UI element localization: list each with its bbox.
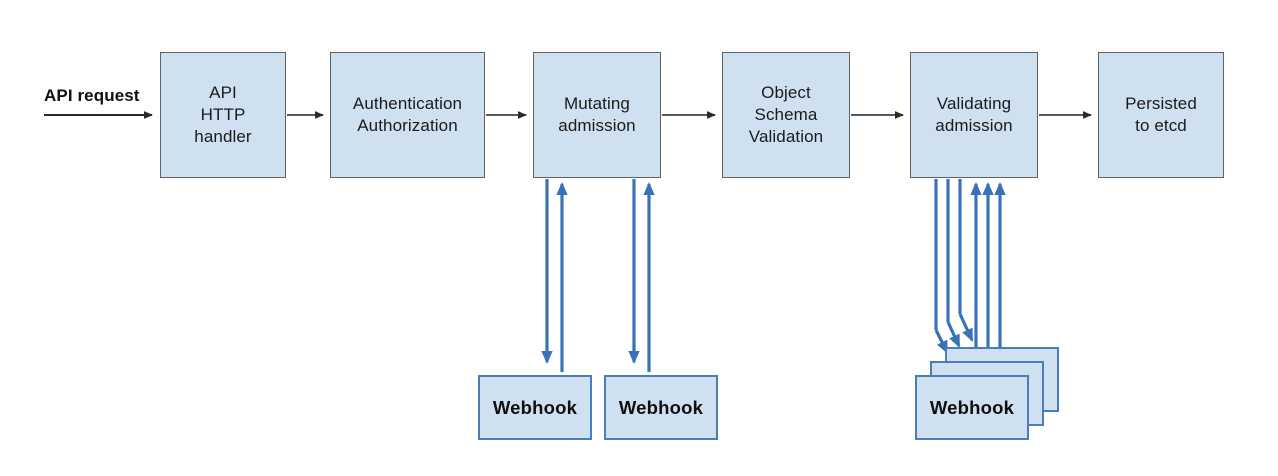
edge-mutating-admission-to-mutating-webhook-2 [628,179,655,372]
node-api-http-handler[interactable]: API HTTP handler [160,52,286,178]
node-mutating-webhook-1[interactable]: Webhook [478,375,592,440]
edge-label-api-request: API request [44,86,140,105]
edge-validating-admission-to-validating-webhook [934,179,1006,372]
node-persisted-to-etcd[interactable]: Persisted to etcd [1098,52,1224,178]
edge-mutating-admission-to-mutating-webhook-1 [541,179,568,372]
node-authn-authz[interactable]: Authentication Authorization [330,52,485,178]
node-validating-webhook[interactable]: Webhook [915,375,1029,440]
node-mutating-admission[interactable]: Mutating admission [533,52,661,178]
node-object-schema-validation[interactable]: Object Schema Validation [722,52,850,178]
node-validating-admission[interactable]: Validating admission [910,52,1038,178]
node-mutating-webhook-2[interactable]: Webhook [604,375,718,440]
